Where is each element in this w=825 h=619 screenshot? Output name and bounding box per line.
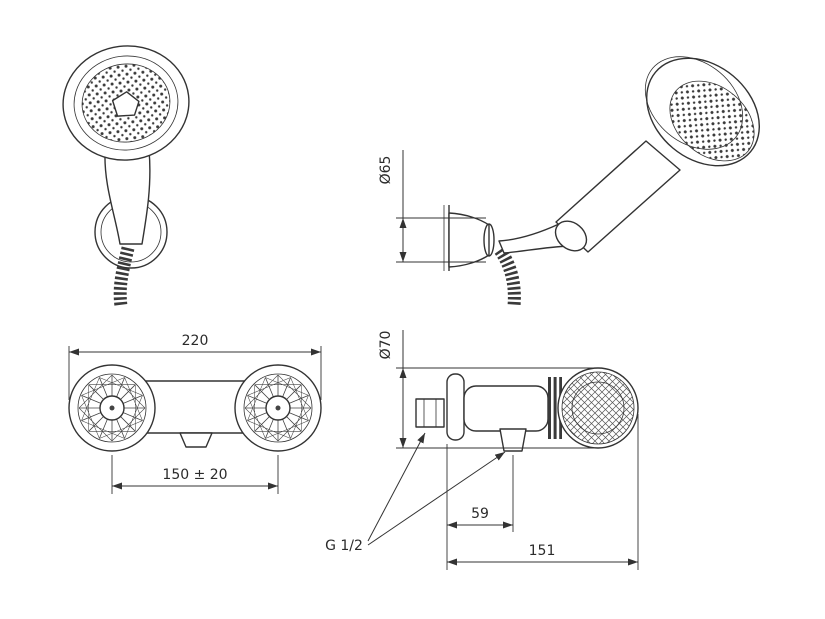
- leader-to-outlet: [367, 451, 506, 546]
- right-handle-facets: [244, 374, 312, 442]
- shower-hose: [113, 246, 135, 307]
- left-handle-facets: [78, 374, 146, 442]
- mixer-front-view: 220 150 ± 20: [68, 333, 322, 494]
- hand-shower-side-view: Ø65: [378, 56, 760, 307]
- spray-head-side: [644, 56, 760, 167]
- handle-tail: [498, 223, 570, 254]
- mixer-side-view: Ø70 59 151 G 1/2: [325, 330, 639, 570]
- spray-head: [62, 45, 190, 161]
- hand-shower-handle-side: [555, 140, 681, 253]
- dimension-outlet-59: 59: [446, 444, 514, 570]
- thread-callout: G 1/2: [325, 432, 506, 554]
- dim-label-151: 151: [529, 543, 556, 559]
- valve-body: [463, 385, 549, 432]
- handle-grip-end: [554, 220, 588, 252]
- hand-shower-handle: [104, 149, 151, 245]
- spray-head-emblem: [111, 91, 140, 117]
- dimension-bracket-diameter: Ø65: [378, 150, 486, 263]
- mixer-spout: [179, 432, 213, 448]
- bracket-cup-rim: [483, 223, 495, 257]
- left-handle: [68, 364, 156, 452]
- dim-label-59: 59: [471, 506, 489, 522]
- dimension-depth-151: 151: [447, 414, 639, 570]
- shower-hose-side: [494, 246, 521, 307]
- right-handle: [234, 364, 322, 452]
- dimension-spacing-150: 150 ± 20: [111, 455, 279, 494]
- dim-label-70: Ø70: [378, 331, 394, 360]
- hand-shower-front-view: [62, 45, 190, 307]
- dim-label-65: Ø65: [378, 156, 394, 185]
- dim-label-220: 220: [182, 333, 209, 349]
- dimension-knob-diameter: Ø70: [378, 330, 596, 449]
- wall-flange: [446, 373, 465, 441]
- knob-side: [557, 367, 639, 449]
- inlet-fitting: [415, 398, 445, 428]
- wall-bracket-bell: [448, 212, 490, 268]
- dim-label-150: 150 ± 20: [162, 467, 227, 483]
- leader-to-inlet: [367, 432, 426, 542]
- hose-outlet: [499, 428, 527, 452]
- dimension-width-220: 220: [68, 333, 322, 400]
- thread-label: G 1/2: [325, 538, 363, 554]
